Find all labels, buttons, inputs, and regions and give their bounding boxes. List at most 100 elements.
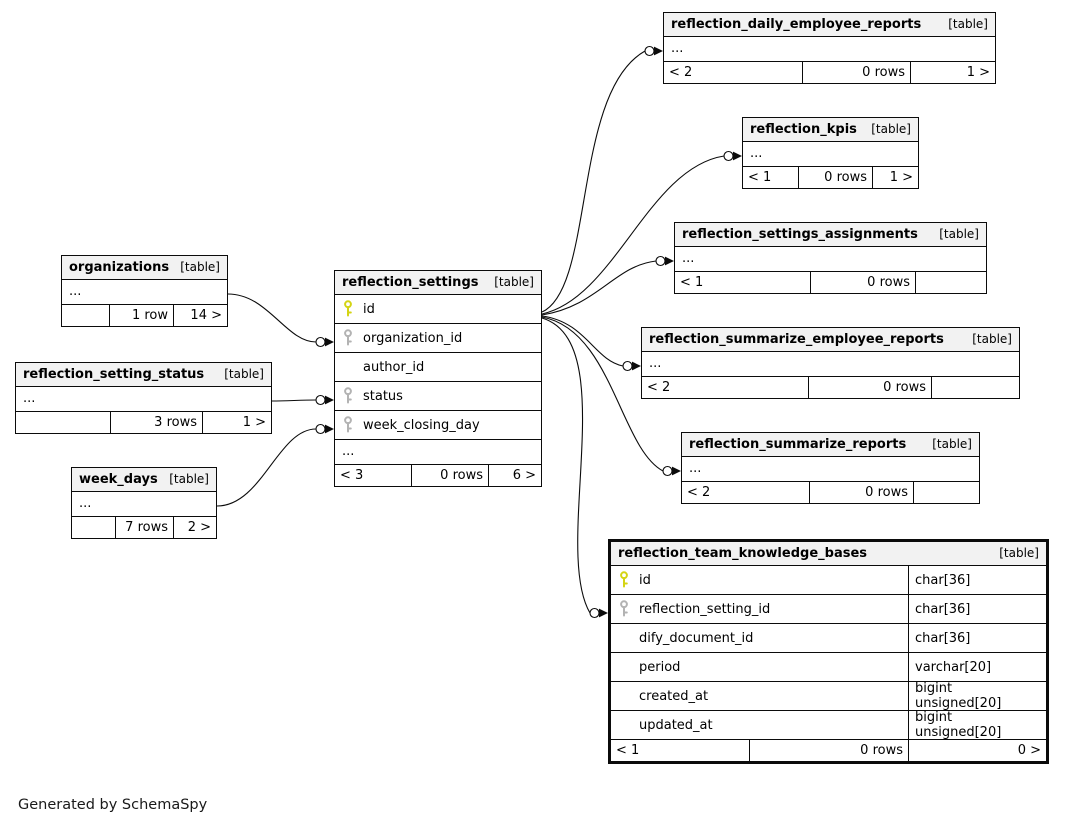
edge-week_days-reflection_settings xyxy=(216,423,334,507)
footer-parents-count xyxy=(932,377,1019,398)
footer-row-count: 1 row xyxy=(110,305,174,326)
column-name: author_id xyxy=(363,359,425,375)
table-header: reflection_settings_assignments [table] xyxy=(675,223,986,247)
table-header: reflection_summarize_reports [table] xyxy=(682,433,979,457)
table-name: reflection_summarize_reports xyxy=(689,437,907,452)
column-row-reflection_setting_id: reflection_setting_id char[36] xyxy=(611,595,1046,624)
edge-reflection_settings-reflection_settings_assignments xyxy=(541,255,674,316)
column-row-id: id xyxy=(335,295,541,324)
table-type-tag: [table] xyxy=(948,17,988,31)
table-organizations[interactable]: organizations [table] ... 1 row 14 > xyxy=(61,255,228,327)
table-header: reflection_daily_employee_reports [table… xyxy=(664,13,995,37)
column-row-organization_id: organization_id xyxy=(335,324,541,353)
table-type-tag: [table] xyxy=(972,332,1012,346)
table-footer: 7 rows 2 > xyxy=(72,517,216,538)
table-reflection_setting_status[interactable]: reflection_setting_status [table] ... 3 … xyxy=(15,362,272,434)
table-footer: < 1 0 rows xyxy=(675,272,986,293)
foreign-key-icon xyxy=(618,600,630,618)
footer-row-count: 0 rows xyxy=(809,377,932,398)
table-footer: < 2 0 rows 1 > xyxy=(664,62,995,83)
footer-children-count: < 2 xyxy=(682,482,810,503)
table-reflection_settings_assignments[interactable]: reflection_settings_assignments [table] … xyxy=(674,222,987,294)
key-spacer xyxy=(618,687,630,705)
footer-children-count: < 1 xyxy=(743,167,799,188)
table-type-tag: [table] xyxy=(494,275,534,289)
table-footer: 1 row 14 > xyxy=(62,305,227,326)
table-footer: 3 rows 1 > xyxy=(16,412,271,433)
generated-by-note: Generated by SchemaSpy xyxy=(18,797,208,813)
collapsed-columns-row: ... xyxy=(62,280,227,305)
foreign-key-icon xyxy=(342,329,354,347)
table-type-tag: [table] xyxy=(999,546,1039,560)
key-spacer xyxy=(342,358,354,376)
column-row-id: id char[36] xyxy=(611,566,1046,595)
column-name: updated_at xyxy=(639,717,713,733)
table-week_days[interactable]: week_days [table] ... 7 rows 2 > xyxy=(71,467,217,539)
table-header: reflection_setting_status [table] xyxy=(16,363,271,387)
column-name: dify_document_id xyxy=(639,630,754,646)
key-spacer xyxy=(618,658,630,676)
column-row-status: status xyxy=(335,382,541,411)
footer-parents-count: 0 > xyxy=(1017,743,1041,758)
primary-key-icon xyxy=(618,571,630,589)
table-name: reflection_kpis xyxy=(750,122,857,137)
column-name: organization_id xyxy=(363,330,463,346)
column-name: id xyxy=(363,301,375,317)
collapsed-columns-row: ... xyxy=(743,142,918,167)
foreign-key-icon xyxy=(342,416,354,434)
table-name: reflection_setting_status xyxy=(23,367,205,382)
table-reflection_kpis[interactable]: reflection_kpis [table] ... < 1 0 rows 1… xyxy=(742,117,919,189)
footer-parents-count xyxy=(916,272,986,293)
table-footer: < 1 0 rows 1 > xyxy=(743,167,918,188)
footer-parents-count: 14 > xyxy=(190,308,222,323)
column-name: id xyxy=(639,572,651,588)
table-name: organizations xyxy=(69,260,170,275)
primary-key-icon xyxy=(342,300,354,318)
footer-row-count: 0 rows xyxy=(412,465,489,486)
table-name: reflection_team_knowledge_bases xyxy=(618,546,868,561)
footer-parents-count: 1 > xyxy=(966,65,990,80)
column-type: char[36] xyxy=(908,566,1046,594)
table-type-tag: [table] xyxy=(932,437,972,451)
table-reflection_summarize_employee_reports[interactable]: reflection_summarize_employee_reports [t… xyxy=(641,327,1020,399)
footer-parents-count: 1 > xyxy=(889,170,913,185)
table-name: reflection_settings xyxy=(342,275,479,290)
column-row-week_closing_day: week_closing_day xyxy=(335,411,541,440)
table-header: organizations [table] xyxy=(62,256,227,280)
edge-reflection_settings-reflection_summarize_reports xyxy=(541,316,681,477)
column-row-period: period varchar[20] xyxy=(611,653,1046,682)
table-name: reflection_daily_employee_reports xyxy=(671,17,922,32)
edge-organizations-reflection_settings xyxy=(227,293,334,348)
footer-parents-count: 1 > xyxy=(242,415,266,430)
collapsed-columns-row: ... xyxy=(642,352,1019,377)
column-name: status xyxy=(363,388,403,404)
edge-reflection_setting_status-reflection_settings xyxy=(271,394,334,406)
footer-row-count: 0 rows xyxy=(799,167,873,188)
table-reflection_team_knowledge_bases[interactable]: reflection_team_knowledge_bases [table] … xyxy=(608,539,1049,764)
table-type-tag: [table] xyxy=(939,227,979,241)
table-name: reflection_settings_assignments xyxy=(682,227,918,242)
footer-row-count: 0 rows xyxy=(803,62,911,83)
footer-children-count: < 2 xyxy=(664,62,803,83)
table-reflection_daily_employee_reports[interactable]: reflection_daily_employee_reports [table… xyxy=(663,12,996,84)
footer-children-count: < 1 xyxy=(611,740,750,761)
footer-children-count xyxy=(62,305,110,326)
column-type: char[36] xyxy=(908,624,1046,652)
table-footer: < 2 0 rows xyxy=(642,377,1019,398)
footer-parents-count xyxy=(914,482,979,503)
table-footer: < 3 0 rows 6 > xyxy=(335,465,541,486)
column-type: char[36] xyxy=(908,595,1046,623)
column-type: bigint unsigned[20] xyxy=(908,681,1046,711)
table-header: week_days [table] xyxy=(72,468,216,492)
column-type: varchar[20] xyxy=(908,653,1046,681)
column-name: created_at xyxy=(639,688,709,704)
table-header: reflection_settings [table] xyxy=(335,271,541,295)
edge-reflection_settings-reflection_kpis xyxy=(541,150,742,315)
collapsed-columns-row: ... xyxy=(335,440,541,465)
table-reflection_settings[interactable]: reflection_settings [table] id organizat… xyxy=(334,270,542,487)
footer-row-count: 0 rows xyxy=(750,740,909,761)
table-reflection_summarize_reports[interactable]: reflection_summarize_reports [table] ...… xyxy=(681,432,980,504)
table-name: reflection_summarize_employee_reports xyxy=(649,332,944,347)
footer-row-count: 3 rows xyxy=(111,412,203,433)
